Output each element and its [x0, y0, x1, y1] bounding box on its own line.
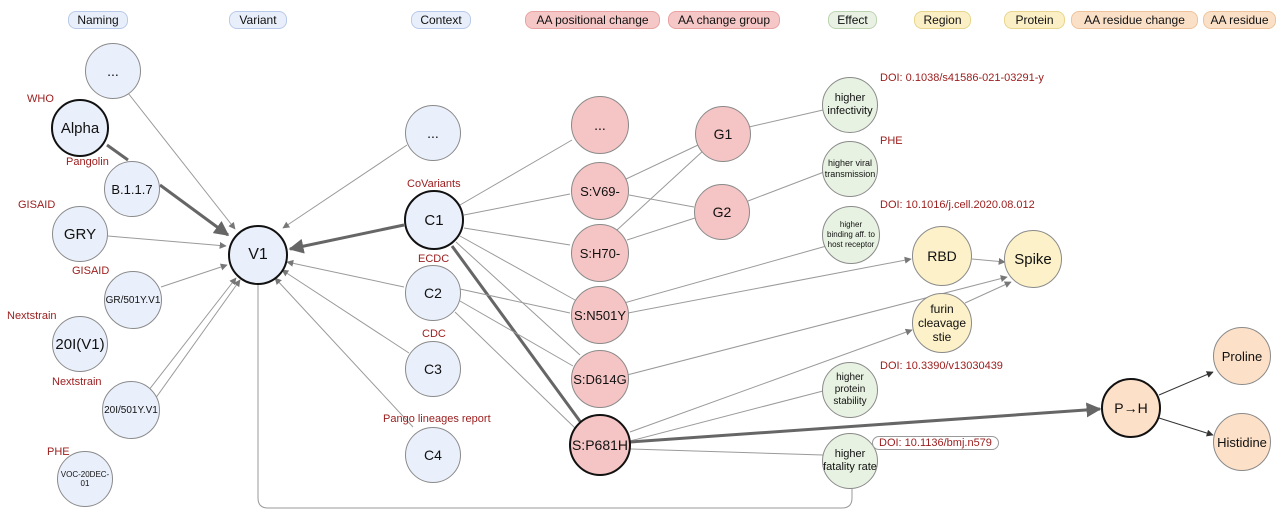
edge-c4-v1	[274, 277, 414, 428]
source-pangolin: Pangolin	[66, 156, 109, 168]
node-voc-20dec-01[interactable]: VOC-20DEC-01	[57, 451, 113, 507]
legend-naming: Naming	[68, 11, 128, 29]
edge-v1-fatal	[257, 276, 853, 509]
node-effect-stability[interactable]: higher protein stability	[822, 362, 878, 418]
node-histidine[interactable]: Histidine	[1213, 413, 1271, 471]
edge-c2-p681h	[454, 311, 576, 429]
source-doi-fatality[interactable]: DOI: 10.1136/bmj.n579	[872, 436, 999, 450]
legend-aa-positional-change: AA positional change	[525, 11, 660, 29]
edge-c1-n501y	[459, 235, 576, 301]
legend-aa-residue: AA residue	[1203, 11, 1276, 29]
edge-gry-v1	[107, 235, 227, 249]
legend-aa-residue-change: AA residue change	[1071, 11, 1198, 29]
source-who: WHO	[27, 93, 54, 105]
node-s-d614g[interactable]: S:D614G	[571, 350, 629, 408]
edge-p681h-stab	[629, 390, 824, 442]
legend-context: Context	[411, 11, 471, 29]
node-effect-transmission[interactable]: higher viral transmission	[822, 141, 878, 197]
edge-c3-v1	[281, 269, 410, 354]
node-g1[interactable]: G1	[695, 106, 751, 162]
edge-c1-d614g	[455, 241, 581, 356]
node-20iv1[interactable]: 20I(V1)	[52, 316, 108, 372]
edge-c2-d614g	[459, 300, 574, 367]
node-c4[interactable]: C4	[405, 427, 461, 483]
source-gisaid-gry: GISAID	[18, 199, 56, 211]
node-aa-more[interactable]: ...	[571, 96, 629, 154]
edge-more-v1	[127, 92, 236, 230]
edge-n501y-bind	[623, 244, 831, 304]
source-ecdc: ECDC	[418, 253, 450, 265]
source-phe-transmission: PHE	[880, 135, 903, 147]
node-spike[interactable]: Spike	[1004, 230, 1062, 288]
source-covariants: CoVariants	[407, 178, 461, 190]
source-phe-voc: PHE	[47, 446, 70, 458]
edge-gr501y-v1	[160, 263, 228, 288]
edge-n501y-rbd	[627, 256, 912, 314]
node-effect-binding[interactable]: higher binding aff. to host receptor	[822, 206, 880, 264]
source-gisaid-gr501y: GISAID	[72, 265, 110, 277]
edge-c1-v1	[288, 223, 405, 254]
node-s-p681h[interactable]: S:P681H	[569, 414, 631, 476]
edge-h70-g1	[616, 149, 705, 231]
source-doi-infectivity[interactable]: DOI: 0.1038/s41586-021-03291-y	[880, 72, 1044, 84]
node-alpha[interactable]: Alpha	[51, 99, 109, 157]
node-rbd[interactable]: RBD	[912, 226, 972, 286]
node-s-v69[interactable]: S:V69-	[571, 162, 629, 220]
edge-v69-g2	[628, 194, 695, 208]
node-s-n501y[interactable]: S:N501Y	[571, 286, 629, 344]
edge-p681h-ptoh	[629, 402, 1102, 444]
source-doi-binding[interactable]: DOI: 10.1016/j.cell.2020.08.012	[880, 199, 1035, 211]
edge-g2-trans	[747, 171, 825, 202]
legend-variant: Variant	[229, 11, 287, 29]
node-g2[interactable]: G2	[694, 184, 750, 240]
edge-c2-v1	[286, 259, 405, 288]
edge-p681h-furin	[629, 328, 913, 433]
edge-g1-infect	[748, 109, 824, 128]
edge-c2-n501y	[459, 288, 571, 314]
edge-h70-g2	[626, 217, 696, 241]
edge-b117-v1	[159, 183, 230, 237]
legend-protein: Protein	[1004, 11, 1065, 29]
node-c1[interactable]: C1	[404, 190, 464, 250]
node-c2[interactable]: C2	[405, 265, 461, 321]
edge-c1-v69	[463, 193, 571, 216]
edge-furin-spike	[964, 281, 1012, 304]
source-nextstrain-20i501y: Nextstrain	[52, 376, 102, 388]
node-proline[interactable]: Proline	[1213, 327, 1271, 385]
legend-region: Region	[914, 11, 971, 29]
source-pango-report: Pango lineages report	[383, 413, 491, 425]
node-naming-more[interactable]: ...	[85, 43, 141, 99]
source-cdc: CDC	[422, 328, 446, 340]
edge-20i501y-v1-b	[154, 279, 241, 400]
edge-20i501y-v1-a	[144, 277, 237, 396]
node-context-more[interactable]: ...	[405, 105, 461, 161]
legend-aa-change-group: AA change group	[668, 11, 780, 29]
node-c3[interactable]: C3	[405, 341, 461, 397]
source-doi-stability[interactable]: DOI: 10.3390/v13030439	[880, 360, 1003, 372]
edge-p681h-fatal	[629, 448, 824, 456]
edge-c1-h70	[463, 227, 571, 246]
edge-v69-g1	[623, 144, 699, 181]
node-gry[interactable]: GRY	[52, 206, 108, 262]
node-effect-fatality[interactable]: higher fatality rate	[822, 433, 878, 489]
node-s-h70[interactable]: S:H70-	[571, 224, 629, 282]
source-nextstrain-20iv1: Nextstrain	[7, 310, 57, 322]
node-gr501y[interactable]: GR/501Y.V1	[104, 271, 162, 329]
edge-rbd-spike	[971, 257, 1006, 265]
edge-c1-aamore	[459, 139, 573, 206]
node-furin-cleavage[interactable]: furin cleavage stie	[912, 293, 972, 353]
edge-ptoh-proline	[1158, 371, 1214, 396]
node-p-to-h[interactable]: P→H	[1101, 378, 1161, 438]
node-b117[interactable]: B.1.1.7	[104, 161, 160, 217]
edge-alpha-b117	[106, 143, 129, 162]
edge-ptoh-histidine	[1158, 417, 1214, 437]
legend-effect: Effect	[828, 11, 877, 29]
edge-c1-p681h	[450, 245, 584, 425]
node-v1[interactable]: V1	[228, 225, 288, 285]
node-20i501y[interactable]: 20I/501Y.V1	[102, 381, 160, 439]
edge-ctxmore-v1	[282, 144, 408, 229]
node-effect-infectivity[interactable]: higher infectivity	[822, 77, 878, 133]
